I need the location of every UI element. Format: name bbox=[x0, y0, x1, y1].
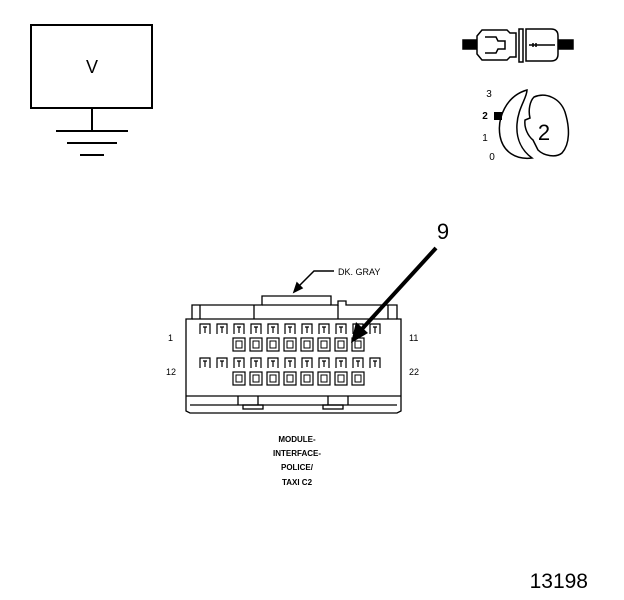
pin-contact-15 bbox=[252, 374, 260, 383]
pin-cavity-16 bbox=[266, 371, 280, 386]
rotary-selector-icon: 2 3 2 1 0 bbox=[482, 89, 570, 163]
pin-contact-16 bbox=[269, 374, 277, 383]
pin-label-1: 1 bbox=[168, 333, 173, 343]
pin-cavity-3 bbox=[232, 337, 246, 352]
figure-id: 13198 bbox=[530, 570, 588, 593]
selector-knob-label: 2 bbox=[538, 120, 550, 145]
selector-pointer bbox=[494, 112, 502, 120]
pin-cavity-9 bbox=[334, 337, 348, 352]
pin-cavity-14 bbox=[232, 371, 246, 386]
callout-number: 9 bbox=[437, 219, 449, 244]
connector-body bbox=[185, 295, 402, 414]
pin-cavity-21 bbox=[351, 371, 365, 386]
pin-latch-14 bbox=[233, 357, 245, 368]
pin-callout: 9 bbox=[351, 219, 449, 343]
pin-latch-7 bbox=[301, 323, 313, 334]
pin-latch-11 bbox=[369, 323, 381, 334]
pin-latch-4 bbox=[250, 323, 262, 334]
pin-contact-3 bbox=[235, 340, 243, 349]
pin-cavity-8 bbox=[317, 337, 331, 352]
pin-contact-5 bbox=[269, 340, 277, 349]
selector-position-3: 3 bbox=[486, 89, 492, 100]
pin-latch-10 bbox=[352, 323, 364, 334]
pin-cavity-20 bbox=[334, 371, 348, 386]
pin-cavity-15 bbox=[249, 371, 263, 386]
pin-cavity-5 bbox=[266, 337, 280, 352]
pin-latch-8 bbox=[318, 323, 330, 334]
connector-name-line-1: MODULE- bbox=[278, 435, 316, 444]
pin-cavity-17 bbox=[283, 371, 297, 386]
pin-latch-16 bbox=[267, 357, 279, 368]
voltmeter-label: V bbox=[86, 57, 98, 77]
pin-latch-5 bbox=[267, 323, 279, 334]
pin-contact-20 bbox=[337, 374, 345, 383]
pin-contact-4 bbox=[252, 340, 260, 349]
pin-latch-6 bbox=[284, 323, 296, 334]
pin-latch-20 bbox=[335, 357, 347, 368]
pin-contact-17 bbox=[286, 374, 294, 383]
pin-latch-19 bbox=[318, 357, 330, 368]
pin-latch-13 bbox=[216, 357, 228, 368]
pin-latch-1 bbox=[199, 323, 211, 334]
pin-cavity-4 bbox=[249, 337, 263, 352]
pin-latch-15 bbox=[250, 357, 262, 368]
pin-latch-17 bbox=[284, 357, 296, 368]
pin-cavity-6 bbox=[283, 337, 297, 352]
pin-cavity-18 bbox=[300, 371, 314, 386]
pin-latch-9 bbox=[335, 323, 347, 334]
pin-latch-3 bbox=[233, 323, 245, 334]
pin-contact-21 bbox=[354, 374, 362, 383]
voltmeter-symbol: V bbox=[30, 24, 153, 156]
pin-latch-12 bbox=[199, 357, 211, 368]
pin-cavity-10 bbox=[351, 337, 365, 352]
connector-name-line-2: INTERFACE- bbox=[273, 449, 321, 458]
pin-label-11: 11 bbox=[409, 333, 418, 343]
pin-latch-18 bbox=[301, 357, 313, 368]
pin-latch-2 bbox=[216, 323, 228, 334]
ground-icon bbox=[56, 108, 128, 156]
pin-contact-7 bbox=[303, 340, 311, 349]
test-probe-icon bbox=[462, 28, 574, 63]
connector-color-label: DK. GRAY bbox=[338, 267, 380, 277]
connector-name: MODULE- INTERFACE- POLICE/ TAXI C2 bbox=[273, 435, 321, 487]
pin-contact-9 bbox=[337, 340, 345, 349]
color-leader bbox=[292, 270, 334, 294]
selector-knob bbox=[524, 94, 570, 157]
pin-contact-6 bbox=[286, 340, 294, 349]
pin-cavity-19 bbox=[317, 371, 331, 386]
selector-position-1: 1 bbox=[482, 133, 488, 144]
selector-position-0: 0 bbox=[489, 152, 495, 163]
connector-name-line-4: TAXI C2 bbox=[282, 478, 313, 487]
pin-contact-19 bbox=[320, 374, 328, 383]
pin-cavity-7 bbox=[300, 337, 314, 352]
pin-latch-22 bbox=[369, 357, 381, 368]
pin-contact-14 bbox=[235, 374, 243, 383]
selector-position-2: 2 bbox=[482, 111, 488, 122]
pin-label-12: 12 bbox=[166, 367, 176, 377]
connector-pins bbox=[199, 323, 381, 386]
connector-name-line-3: POLICE/ bbox=[281, 463, 314, 472]
pin-contact-8 bbox=[320, 340, 328, 349]
pin-contact-10 bbox=[354, 340, 362, 349]
pin-label-22: 22 bbox=[409, 367, 419, 377]
pin-latch-21 bbox=[352, 357, 364, 368]
pin-contact-18 bbox=[303, 374, 311, 383]
